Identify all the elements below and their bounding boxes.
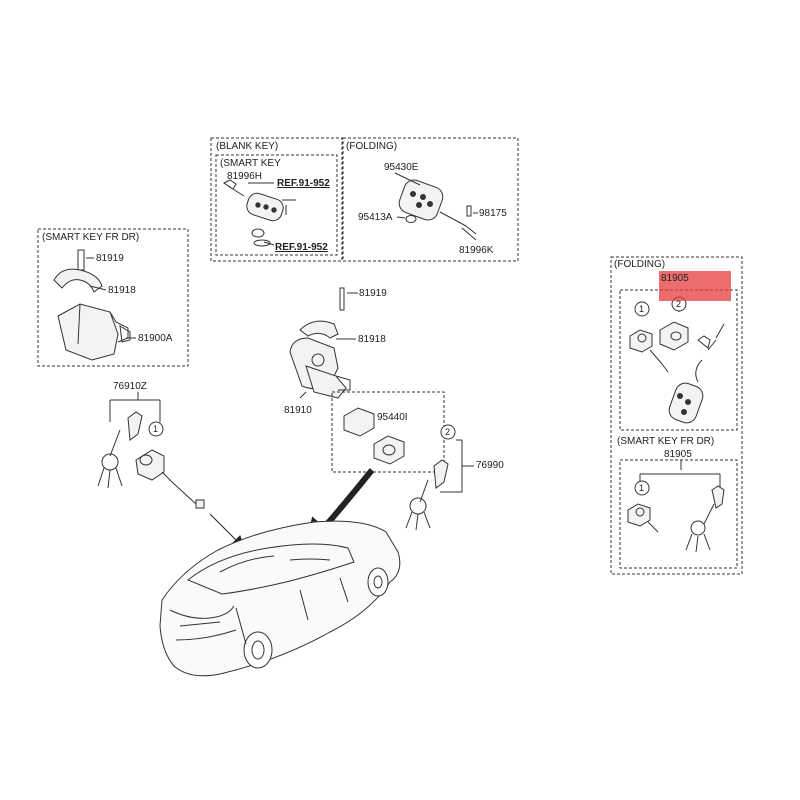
box-title-blank-key: (BLANK KEY)	[216, 141, 279, 152]
callout-1-right-bottom-text: 1	[639, 483, 645, 493]
folding-right-lock-set	[629, 321, 725, 424]
callout-1-right-bottom	[634, 480, 650, 496]
part-95440I: 95440I	[377, 412, 408, 423]
part-81918-left: 81918	[108, 285, 136, 296]
part-81905-smart-key: 81905	[664, 449, 692, 460]
door-cylinder-left	[135, 449, 205, 509]
part-81996K: 81996K	[459, 245, 494, 256]
folding-top-box	[342, 137, 519, 262]
smart-key-right-inner-box	[619, 459, 738, 569]
ref-91-952-b: REF.91-952	[275, 242, 328, 253]
box-title-smart-key: (SMART KEY	[220, 158, 281, 169]
part-76990: 76990	[476, 460, 504, 471]
ignition-assembly	[289, 287, 351, 399]
part-98175: 98175	[479, 208, 507, 219]
part-81905-folding: 81905	[661, 273, 689, 284]
smart-key-right-lock-set	[627, 485, 725, 553]
smart-key-fr-dr-left-box	[37, 228, 189, 367]
part-95413A: 95413A	[358, 212, 393, 223]
callout-2-mid	[440, 424, 456, 440]
folding-right-box	[610, 256, 743, 575]
part-81910: 81910	[284, 405, 312, 416]
part-95430E: 95430E	[384, 162, 419, 173]
box-title-folding-right: (FOLDING)	[614, 259, 666, 270]
car-illustration	[159, 520, 401, 677]
blank-key-box	[210, 137, 343, 262]
folding-key-fob	[398, 179, 477, 235]
door-lock-assembly-left	[53, 249, 131, 361]
ref-91-952-a: REF.91-952	[277, 178, 330, 189]
part-81996H: 81996H	[227, 171, 263, 182]
part-81919-left: 81919	[96, 253, 124, 264]
highlight-81905	[659, 271, 731, 301]
part-81900A: 81900A	[138, 333, 173, 344]
key-set-76910Z	[97, 411, 143, 489]
part-81918-mid: 81918	[358, 334, 386, 345]
box-title-folding-top: (FOLDING)	[346, 141, 398, 152]
callout-1-right-top-text: 1	[639, 304, 645, 314]
ignition-cylinder	[343, 407, 405, 465]
callout-1-left-text: 1	[153, 424, 159, 434]
smart-key-fob-small	[223, 179, 284, 247]
smart-key-inner-box	[215, 154, 338, 256]
part-81919-mid: 81919	[359, 288, 387, 299]
part-76910Z: 76910Z	[113, 381, 147, 392]
callout-2-mid-text: 2	[445, 427, 451, 437]
folding-right-inner-box	[619, 289, 738, 431]
key-set-76990	[405, 459, 449, 531]
callout-1-left	[148, 421, 164, 437]
callout-2-right-top-text: 2	[676, 299, 682, 309]
callout-1-right-top	[634, 301, 650, 317]
box-title-smart-key-fr-dr-left: (SMART KEY FR DR)	[42, 232, 140, 243]
box-title-smart-key-fr-dr-right: (SMART KEY FR DR)	[617, 436, 715, 447]
